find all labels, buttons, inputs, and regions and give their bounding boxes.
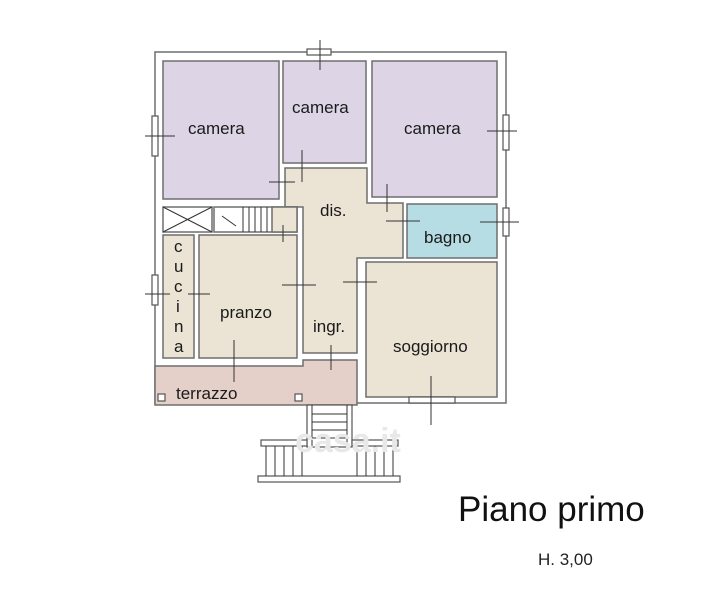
external-stairs (257, 404, 401, 483)
label-pranzo: pranzo (220, 303, 272, 322)
room-camera-middle (282, 60, 367, 164)
room-camera-right (371, 60, 498, 198)
stair-steps (221, 207, 268, 232)
label-cucina-c: c (174, 237, 183, 256)
window (408, 396, 456, 404)
label-cucina-c2: c (174, 277, 183, 296)
label-ingresso: ingr. (313, 317, 345, 336)
door-markers (145, 40, 519, 425)
room-cucina (162, 234, 195, 359)
room-soggiorno (365, 261, 498, 398)
window (502, 114, 510, 151)
room-bagno (406, 203, 498, 259)
stair-landing (271, 206, 298, 233)
window (306, 48, 332, 56)
label-camera-middle: camera (292, 98, 349, 117)
label-cucina-n: n (174, 317, 183, 336)
label-cucina-u: u (174, 257, 183, 276)
label-cucina-a: a (174, 337, 184, 356)
label-soggiorno: soggiorno (393, 337, 468, 356)
plan-title: Piano primo (458, 490, 645, 529)
label-camera-right: camera (404, 119, 461, 138)
room-camera-left (162, 60, 280, 200)
terrace (154, 359, 358, 406)
window (151, 274, 159, 306)
label-disimpegno: dis. (320, 201, 346, 220)
ceiling-height: H. 3,00 (538, 550, 593, 569)
label-cucina-i: i (176, 297, 180, 316)
room-pranzo (198, 234, 298, 359)
label-terrazzo: terrazzo (176, 384, 237, 403)
label-bagno: bagno (424, 228, 471, 247)
watermark: casa.it (295, 422, 401, 460)
label-camera-left: camera (188, 119, 245, 138)
